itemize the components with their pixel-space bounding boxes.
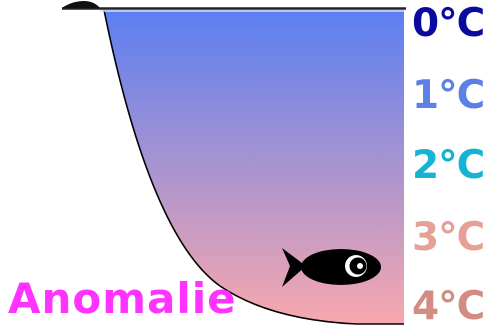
temperature-label-1c: 1°C [412,76,484,115]
caption-anomalie: Anomalie [8,278,237,320]
temperature-label-2c: 2°C [412,146,484,185]
temperature-label-3c: 3°C [412,218,484,257]
temperature-label-4c: 4°C [412,287,484,326]
temperature-label-0c: 0°C [412,4,484,43]
ice-edge-icon [62,1,100,8]
